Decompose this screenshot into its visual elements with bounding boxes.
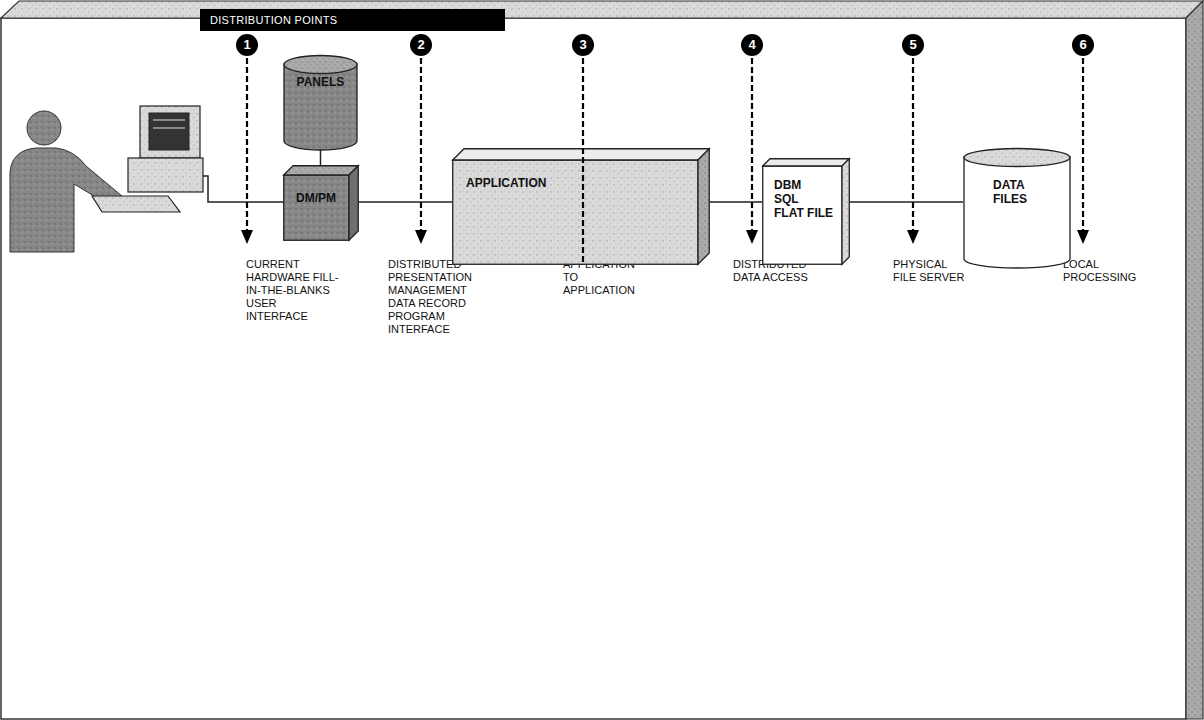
node-shape	[452, 148, 710, 265]
arrow-head	[241, 230, 253, 244]
title-text: DISTRIBUTION POINTS	[200, 14, 337, 26]
connector	[850, 202, 963, 203]
node-shape	[963, 148, 1071, 268]
slab-side	[1186, 1, 1203, 719]
cube-side	[349, 166, 358, 241]
node-text-group: DBMSQLFLAT FILE	[774, 178, 833, 220]
database-manager-box: DBMSQLFLAT FILE	[762, 158, 850, 265]
cylinder-top	[284, 56, 357, 74]
arrow-head	[746, 230, 758, 244]
callout-number: 3	[572, 34, 594, 56]
node-label: FLAT FILE	[774, 206, 833, 220]
cube-front	[453, 160, 698, 264]
point-label: PHYSICAL FILE SERVER	[893, 258, 969, 284]
node-label: DATA FILES	[993, 178, 1027, 206]
cube-side	[842, 159, 849, 265]
callout-number: 4	[741, 34, 763, 56]
callout-number: 5	[902, 34, 924, 56]
arrow-head	[415, 230, 427, 244]
callout-digit: 3	[579, 37, 586, 52]
panels-cylinder: PANELS	[283, 55, 358, 150]
keyboard	[92, 196, 180, 212]
callout-number: 6	[1072, 34, 1094, 56]
monitor	[140, 106, 200, 158]
cube-front	[763, 166, 842, 264]
arrow-head	[1077, 230, 1089, 244]
cube-front	[284, 175, 349, 240]
data-files-cylinder: DATA FILES	[963, 148, 1071, 268]
callout-number: 2	[410, 34, 432, 56]
callout-digit: 5	[909, 37, 916, 52]
dashed-line	[246, 58, 248, 232]
point-label: DISTRIBUTED PRESENTATION MANAGEMENT DATA…	[388, 258, 482, 336]
dashed-line	[912, 58, 914, 232]
node-text-group: PANELS	[283, 75, 358, 89]
slab-front	[1, 18, 1186, 719]
node-shape	[283, 55, 358, 150]
cube-top	[284, 166, 359, 175]
person-head	[27, 111, 61, 145]
connector	[710, 202, 762, 203]
cube-top	[453, 149, 710, 160]
node-text-group: DM/PM	[283, 191, 349, 205]
dashed-line	[582, 148, 584, 265]
callout-digit: 4	[748, 37, 755, 52]
node-label: PANELS	[283, 75, 358, 89]
arrow-head	[907, 230, 919, 244]
callout-number: 1	[236, 34, 258, 56]
terminal-wire	[203, 176, 283, 202]
screen-line	[153, 127, 185, 129]
cube-top	[763, 159, 850, 166]
connector	[320, 150, 321, 165]
title-bar: DISTRIBUTION POINTS	[200, 9, 505, 31]
cylinder-body	[284, 64, 357, 150]
dashed-line	[1082, 58, 1084, 232]
computer-base	[128, 158, 203, 192]
node-text-group: APPLICATION	[466, 176, 546, 190]
cylinder-top	[964, 149, 1070, 167]
monitor-screen	[149, 113, 189, 150]
node-label: APPLICATION	[466, 176, 546, 190]
node-label: DM/PM	[283, 191, 349, 205]
screen-line	[153, 119, 185, 121]
dialog-manager-cube: DM/PM	[283, 165, 359, 241]
connector	[359, 202, 452, 203]
node-label: DBM	[774, 178, 833, 192]
cube-side	[698, 149, 709, 265]
dashed-line	[751, 58, 753, 232]
callout-digit: 6	[1079, 37, 1086, 52]
dashed-line	[420, 58, 422, 232]
node-label: SQL	[774, 192, 833, 206]
application-cube: APPLICATION	[452, 148, 710, 265]
point-label: CURRENT HARDWARE FILL-IN-THE-BLANKS USER…	[246, 258, 340, 323]
point-label: LOCAL PROCESSING	[1063, 258, 1135, 284]
callout-digit: 2	[417, 37, 424, 52]
connector-line	[850, 201, 963, 203]
connector-line	[320, 150, 322, 165]
connector-line	[359, 201, 452, 203]
callout-digit: 1	[243, 37, 250, 52]
connector-line	[710, 201, 762, 203]
node-text-group: DATA FILES	[993, 178, 1027, 206]
cylinder-body	[964, 157, 1070, 268]
slab-top	[1, 1, 1203, 18]
